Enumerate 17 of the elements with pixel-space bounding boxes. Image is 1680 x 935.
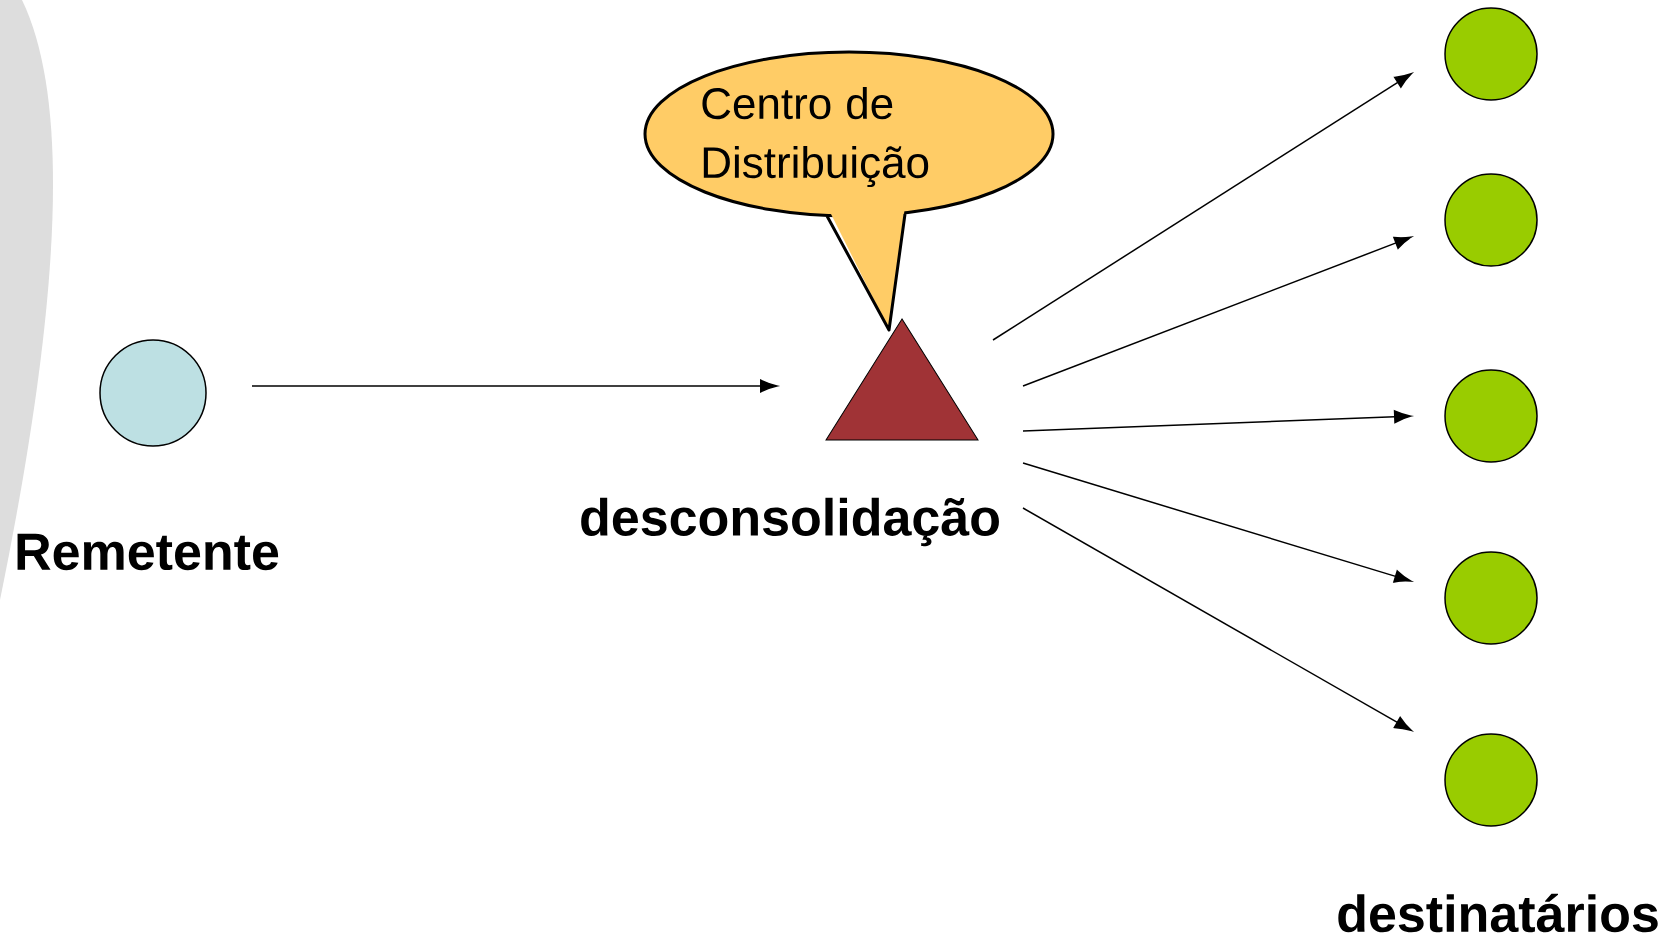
arrow [1022,507,1412,732]
circle [99,339,207,447]
circle [1444,733,1538,827]
circle [1444,369,1538,463]
group-label: destinatários [1338,893,1658,933]
arrow [251,379,778,393]
arrow [1022,410,1412,432]
arrow [992,73,1412,341]
arrow [1022,462,1412,583]
circle [1444,7,1538,101]
circle [1444,551,1538,645]
arrow [1022,236,1412,387]
node-caption: Remetente [17,533,279,571]
triangle [825,318,979,441]
speech-bubble: Centro de Distribuição [643,50,1055,332]
node-caption: desconsolidação [581,497,999,547]
circle [1444,173,1538,267]
